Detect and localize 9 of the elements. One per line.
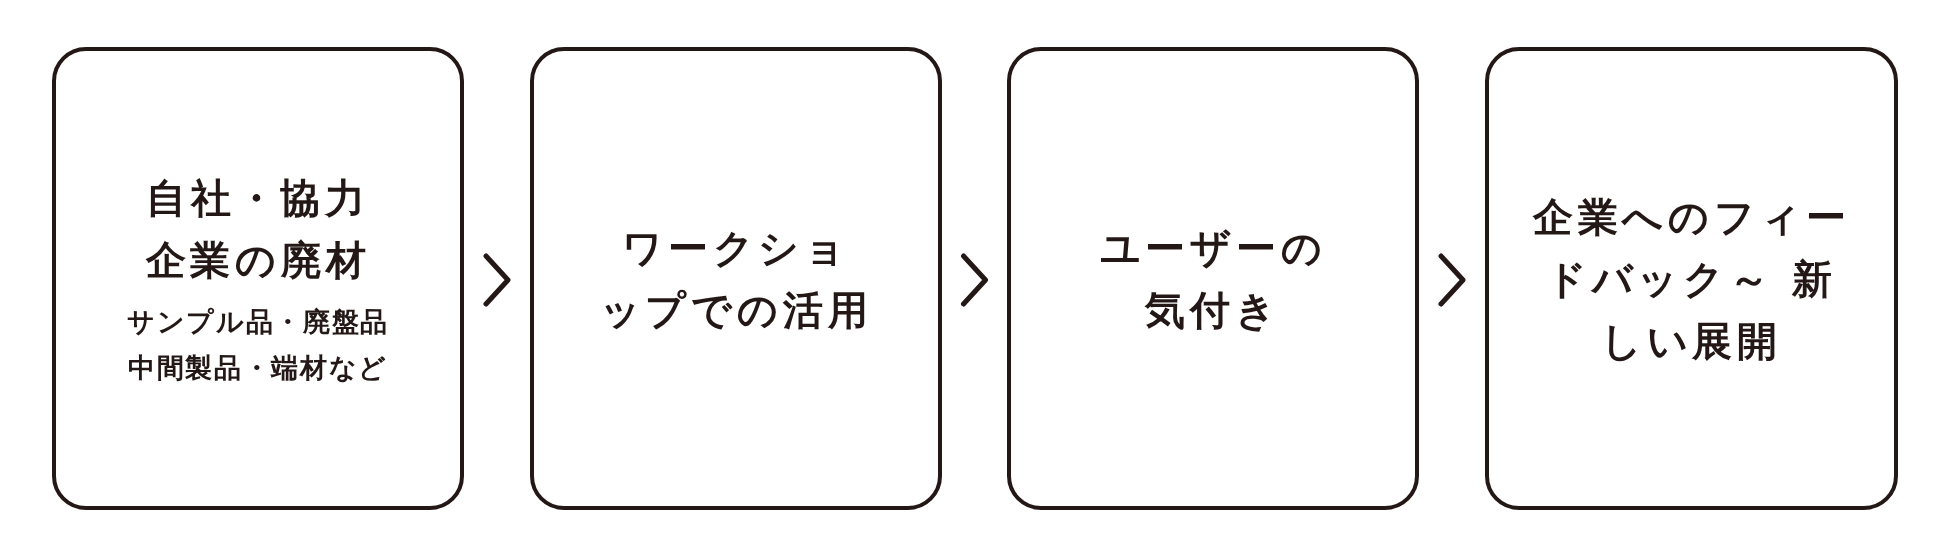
process-box (52, 47, 464, 510)
process-box (530, 47, 942, 510)
box-heading: 企業へのフィードバック～ 新しい展開 (1532, 192, 1851, 366)
box-heading: 自社・協力企業の廃材 (144, 173, 372, 285)
box-note: サンプル品・廃盤品中間製品・端材など (127, 304, 389, 385)
process-box (1485, 47, 1898, 510)
process-box (1007, 47, 1419, 510)
box-heading: ユーザーの気付き (1099, 223, 1327, 335)
box-heading: ワークショップでの活用 (599, 223, 873, 335)
